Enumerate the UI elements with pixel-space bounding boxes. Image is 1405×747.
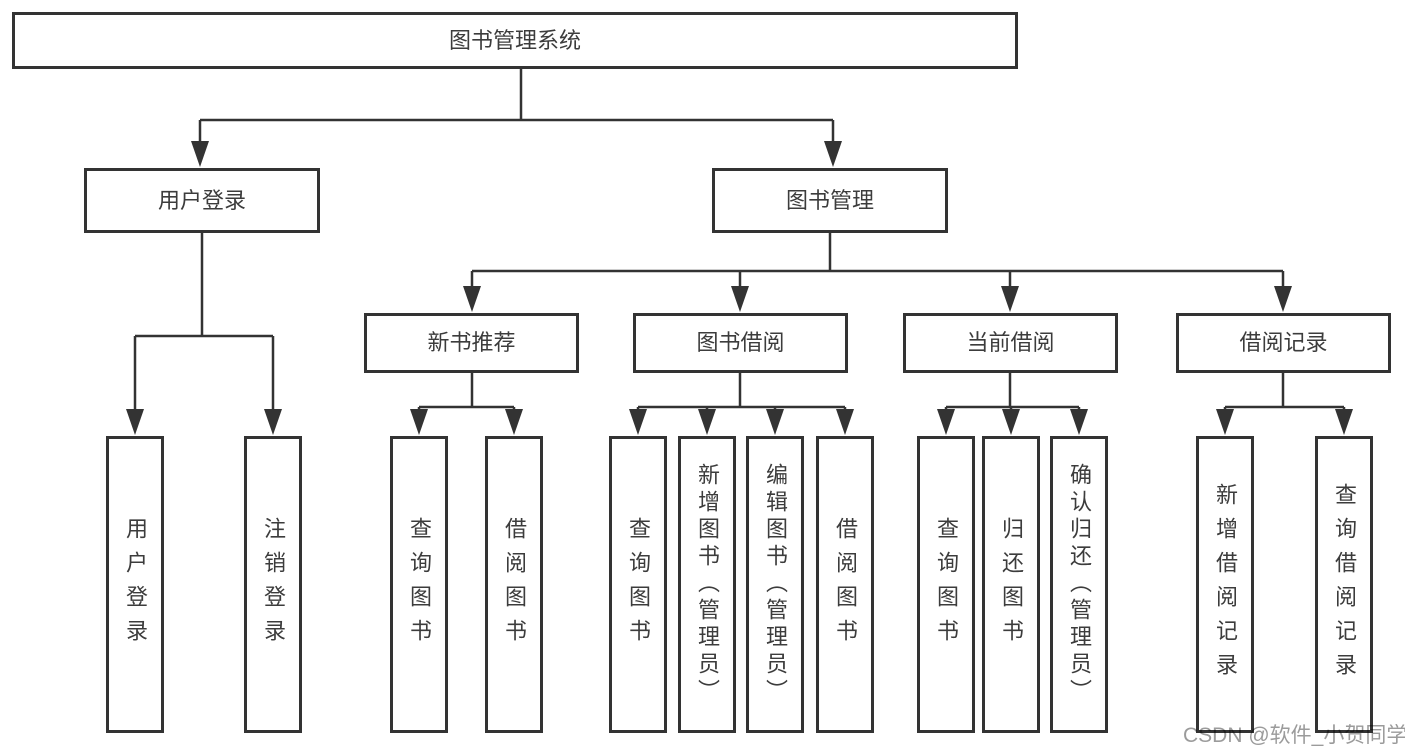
- watermark-text: CSDN @软件_小贺同学: [1183, 724, 1405, 747]
- node-borrowing-records: 借阅记录: [1176, 313, 1391, 373]
- node-book-management-branch: 图书管理: [712, 168, 948, 233]
- leaf-borrow-book-recommend: 借阅图书: [485, 436, 543, 733]
- node-library-management-system: 图书管理系统: [12, 12, 1018, 69]
- leaf-query-book-current: 查询图书: [917, 436, 975, 733]
- leaf-add-book-admin: 新增图书（管理员）: [678, 436, 736, 733]
- node-user-login-branch: 用户登录: [84, 168, 320, 233]
- leaf-query-borrow-record: 查询借阅记录: [1315, 436, 1373, 733]
- leaf-confirm-return-admin: 确认归还（管理员）: [1050, 436, 1108, 733]
- leaf-query-book-borrowing: 查询图书: [609, 436, 667, 733]
- leaf-user-login: 用户登录: [106, 436, 164, 733]
- node-current-borrowing: 当前借阅: [903, 313, 1118, 373]
- node-new-book-recommend: 新书推荐: [364, 313, 579, 373]
- leaf-add-borrow-record: 新增借阅记录: [1196, 436, 1254, 733]
- leaf-query-book-recommend: 查询图书: [390, 436, 448, 733]
- leaf-return-book: 归还图书: [982, 436, 1040, 733]
- leaf-borrow-book-borrowing: 借阅图书: [816, 436, 874, 733]
- node-book-borrowing: 图书借阅: [633, 313, 848, 373]
- arrowhead-icons: [126, 141, 1353, 435]
- leaf-edit-book-admin: 编辑图书（管理员）: [746, 436, 804, 733]
- leaf-logout: 注销登录: [244, 436, 302, 733]
